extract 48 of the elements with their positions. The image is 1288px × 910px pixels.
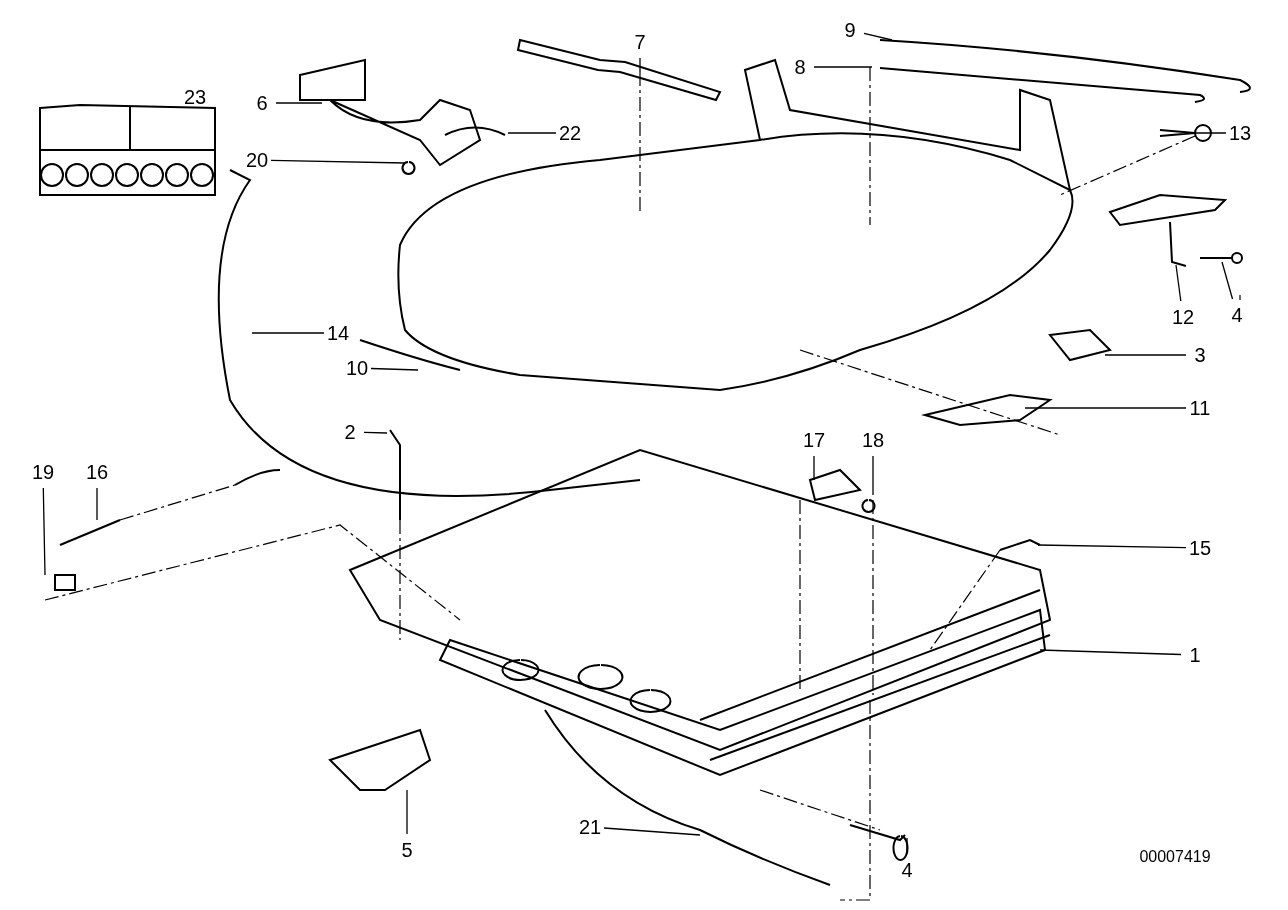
- callout-number: 19: [31, 461, 55, 483]
- leader-line: [639, 57, 641, 73]
- callout-number: 7: [634, 31, 646, 53]
- callout-number: 4: [1231, 304, 1243, 326]
- callout-number: 21: [578, 816, 602, 838]
- reference-number: 00007419: [1139, 847, 1211, 867]
- leader-line: [1221, 261, 1234, 300]
- leader-line: [863, 32, 893, 41]
- leader-line: [507, 132, 557, 134]
- leader-line: [1188, 132, 1227, 134]
- leader-line: [251, 332, 325, 334]
- leader-line: [872, 455, 874, 496]
- callout-number: 22: [558, 122, 582, 144]
- callout-number: 2: [344, 421, 356, 443]
- leader-line: [363, 431, 388, 434]
- callout-number: 9: [844, 19, 856, 41]
- leader-line: [42, 487, 46, 576]
- leader-line: [275, 102, 323, 104]
- callout-number: 5: [401, 839, 413, 861]
- leader-line: [813, 455, 815, 481]
- callout-number: 1: [1189, 644, 1201, 666]
- callout-number: 16: [85, 461, 109, 483]
- callout-number: 13: [1228, 122, 1252, 144]
- callout-number: 20: [245, 149, 269, 171]
- callout-number: 6: [256, 92, 268, 114]
- callout-number: 10: [345, 357, 369, 379]
- leader-line: [1024, 407, 1187, 409]
- leader-line: [1039, 649, 1182, 656]
- callout-number: 11: [1189, 397, 1211, 419]
- leader-line: [270, 159, 406, 164]
- callout-number: 8: [794, 56, 806, 78]
- callout-number: 17: [802, 429, 826, 451]
- callout-number: 3: [1194, 344, 1206, 366]
- callout-number: 4: [901, 859, 913, 881]
- leader-line: [96, 487, 98, 521]
- leader-line: [1104, 354, 1187, 356]
- callout-number: 14: [326, 322, 350, 344]
- leader-line: [406, 789, 408, 835]
- leader-line: [1037, 544, 1187, 549]
- callout-number: 12: [1171, 306, 1195, 328]
- leader-line: [1175, 264, 1182, 302]
- callout-number: 15: [1188, 537, 1212, 559]
- leader-line: [370, 367, 419, 371]
- leader-line: [603, 827, 701, 836]
- callout-number: 23: [183, 86, 207, 108]
- callout-number: 18: [861, 429, 885, 451]
- leader-line: [813, 66, 873, 68]
- leader-line: [906, 837, 908, 855]
